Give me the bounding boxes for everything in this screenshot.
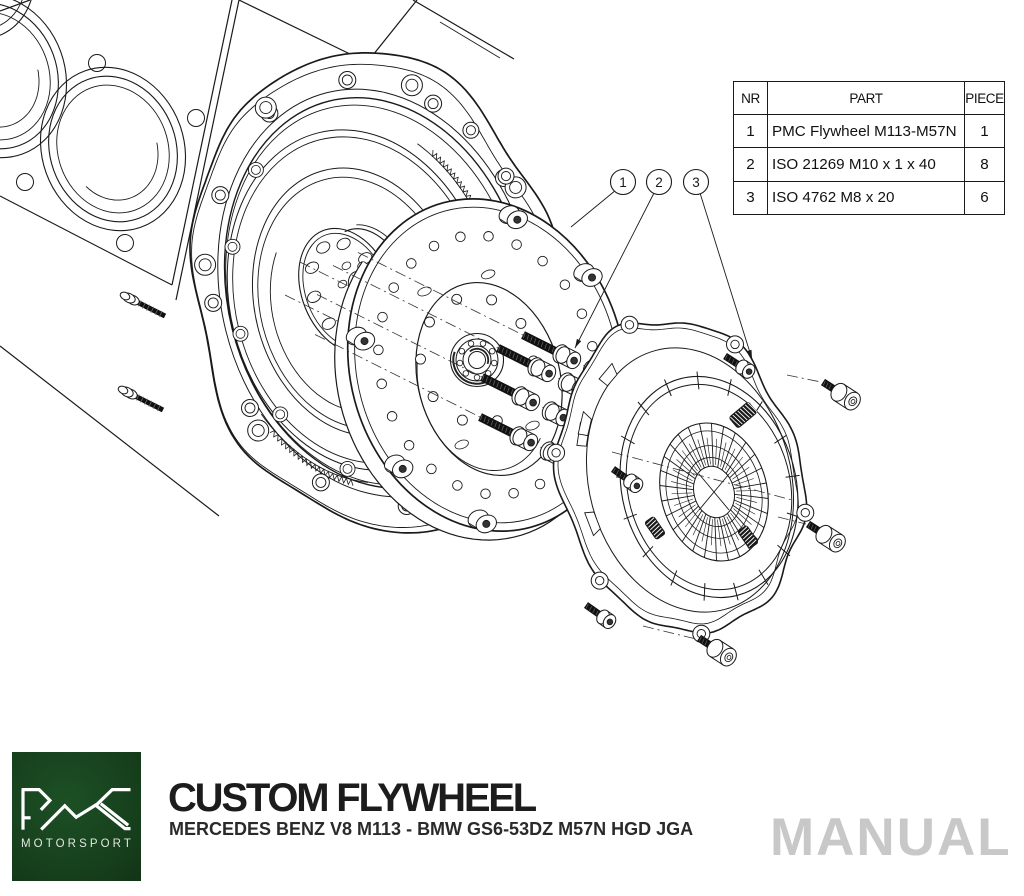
svg-text:2: 2 [655,175,663,190]
svg-text:MOTORSPORT: MOTORSPORT [21,838,134,850]
svg-text:1: 1 [619,175,627,190]
svg-text:3: 3 [692,175,700,190]
